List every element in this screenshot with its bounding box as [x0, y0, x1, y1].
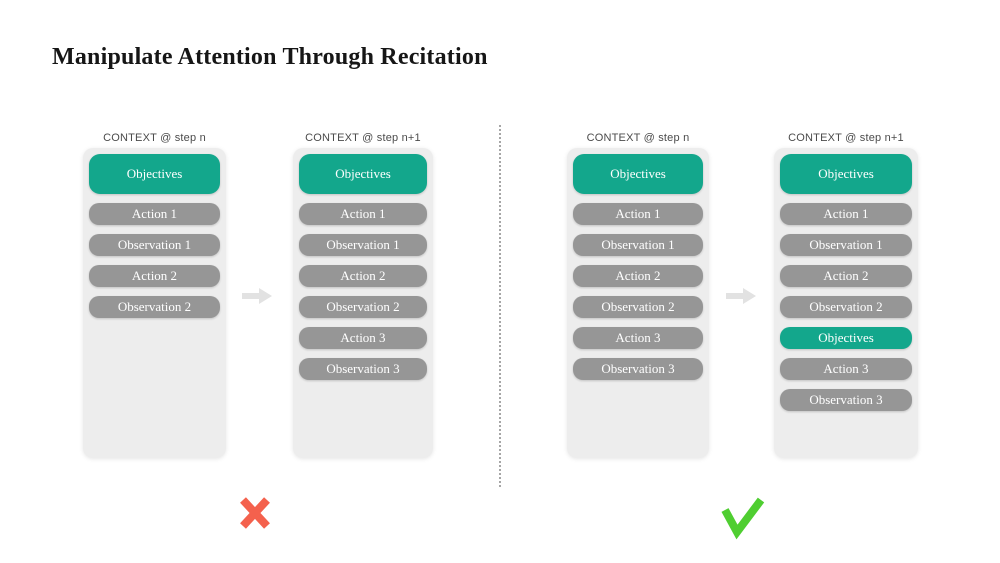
context-block-objectives-recited: Objectives: [780, 327, 912, 349]
context-block-objectives: Objectives: [573, 154, 703, 194]
context-block-observation: Observation 2: [89, 296, 220, 318]
context-block-action: Action 2: [573, 265, 703, 287]
context-block-observation: Observation 2: [780, 296, 912, 318]
context-block-action: Action 3: [299, 327, 427, 349]
context-header-right-n1: CONTEXT @ step n+1: [788, 132, 904, 144]
context-block-action: Action 2: [299, 265, 427, 287]
context-block-action: Action 1: [573, 203, 703, 225]
context-panel-wrong-step-n: Objectives Action 1 Observation 1 Action…: [83, 148, 226, 458]
context-panel-right-step-n: Objectives Action 1 Observation 1 Action…: [567, 148, 709, 458]
context-header-left-n1: CONTEXT @ step n+1: [305, 132, 421, 144]
context-block-action: Action 2: [89, 265, 220, 287]
context-panel-wrong-step-n1: Objectives Action 1 Observation 1 Action…: [293, 148, 433, 458]
context-header-right-n: CONTEXT @ step n: [586, 132, 690, 144]
context-block-observation: Observation 1: [573, 234, 703, 256]
context-block-observation: Observation 3: [299, 358, 427, 380]
context-block-observation: Observation 3: [780, 389, 912, 411]
context-panel-right-step-n1: Objectives Action 1 Observation 1 Action…: [774, 148, 918, 458]
context-block-observation: Observation 1: [780, 234, 912, 256]
context-block-action: Action 1: [299, 203, 427, 225]
context-block-observation: Observation 3: [573, 358, 703, 380]
context-block-action: Action 1: [89, 203, 220, 225]
context-block-action: Action 3: [780, 358, 912, 380]
context-block-observation: Observation 2: [573, 296, 703, 318]
check-icon: [721, 497, 765, 540]
arrow-right-icon: [726, 288, 756, 304]
divider: [499, 125, 501, 487]
context-block-observation: Observation 1: [299, 234, 427, 256]
context-block-observation: Observation 2: [299, 296, 427, 318]
context-block-objectives: Objectives: [89, 154, 220, 194]
arrow-right-icon: [242, 288, 272, 304]
context-block-action: Action 2: [780, 265, 912, 287]
slide-title: Manipulate Attention Through Recitation: [52, 44, 488, 70]
context-header-left-n: CONTEXT @ step n: [103, 132, 206, 144]
context-block-objectives: Objectives: [299, 154, 427, 194]
context-block-observation: Observation 1: [89, 234, 220, 256]
context-block-objectives: Objectives: [780, 154, 912, 194]
cross-icon: [240, 497, 270, 529]
context-block-action: Action 3: [573, 327, 703, 349]
context-block-action: Action 1: [780, 203, 912, 225]
